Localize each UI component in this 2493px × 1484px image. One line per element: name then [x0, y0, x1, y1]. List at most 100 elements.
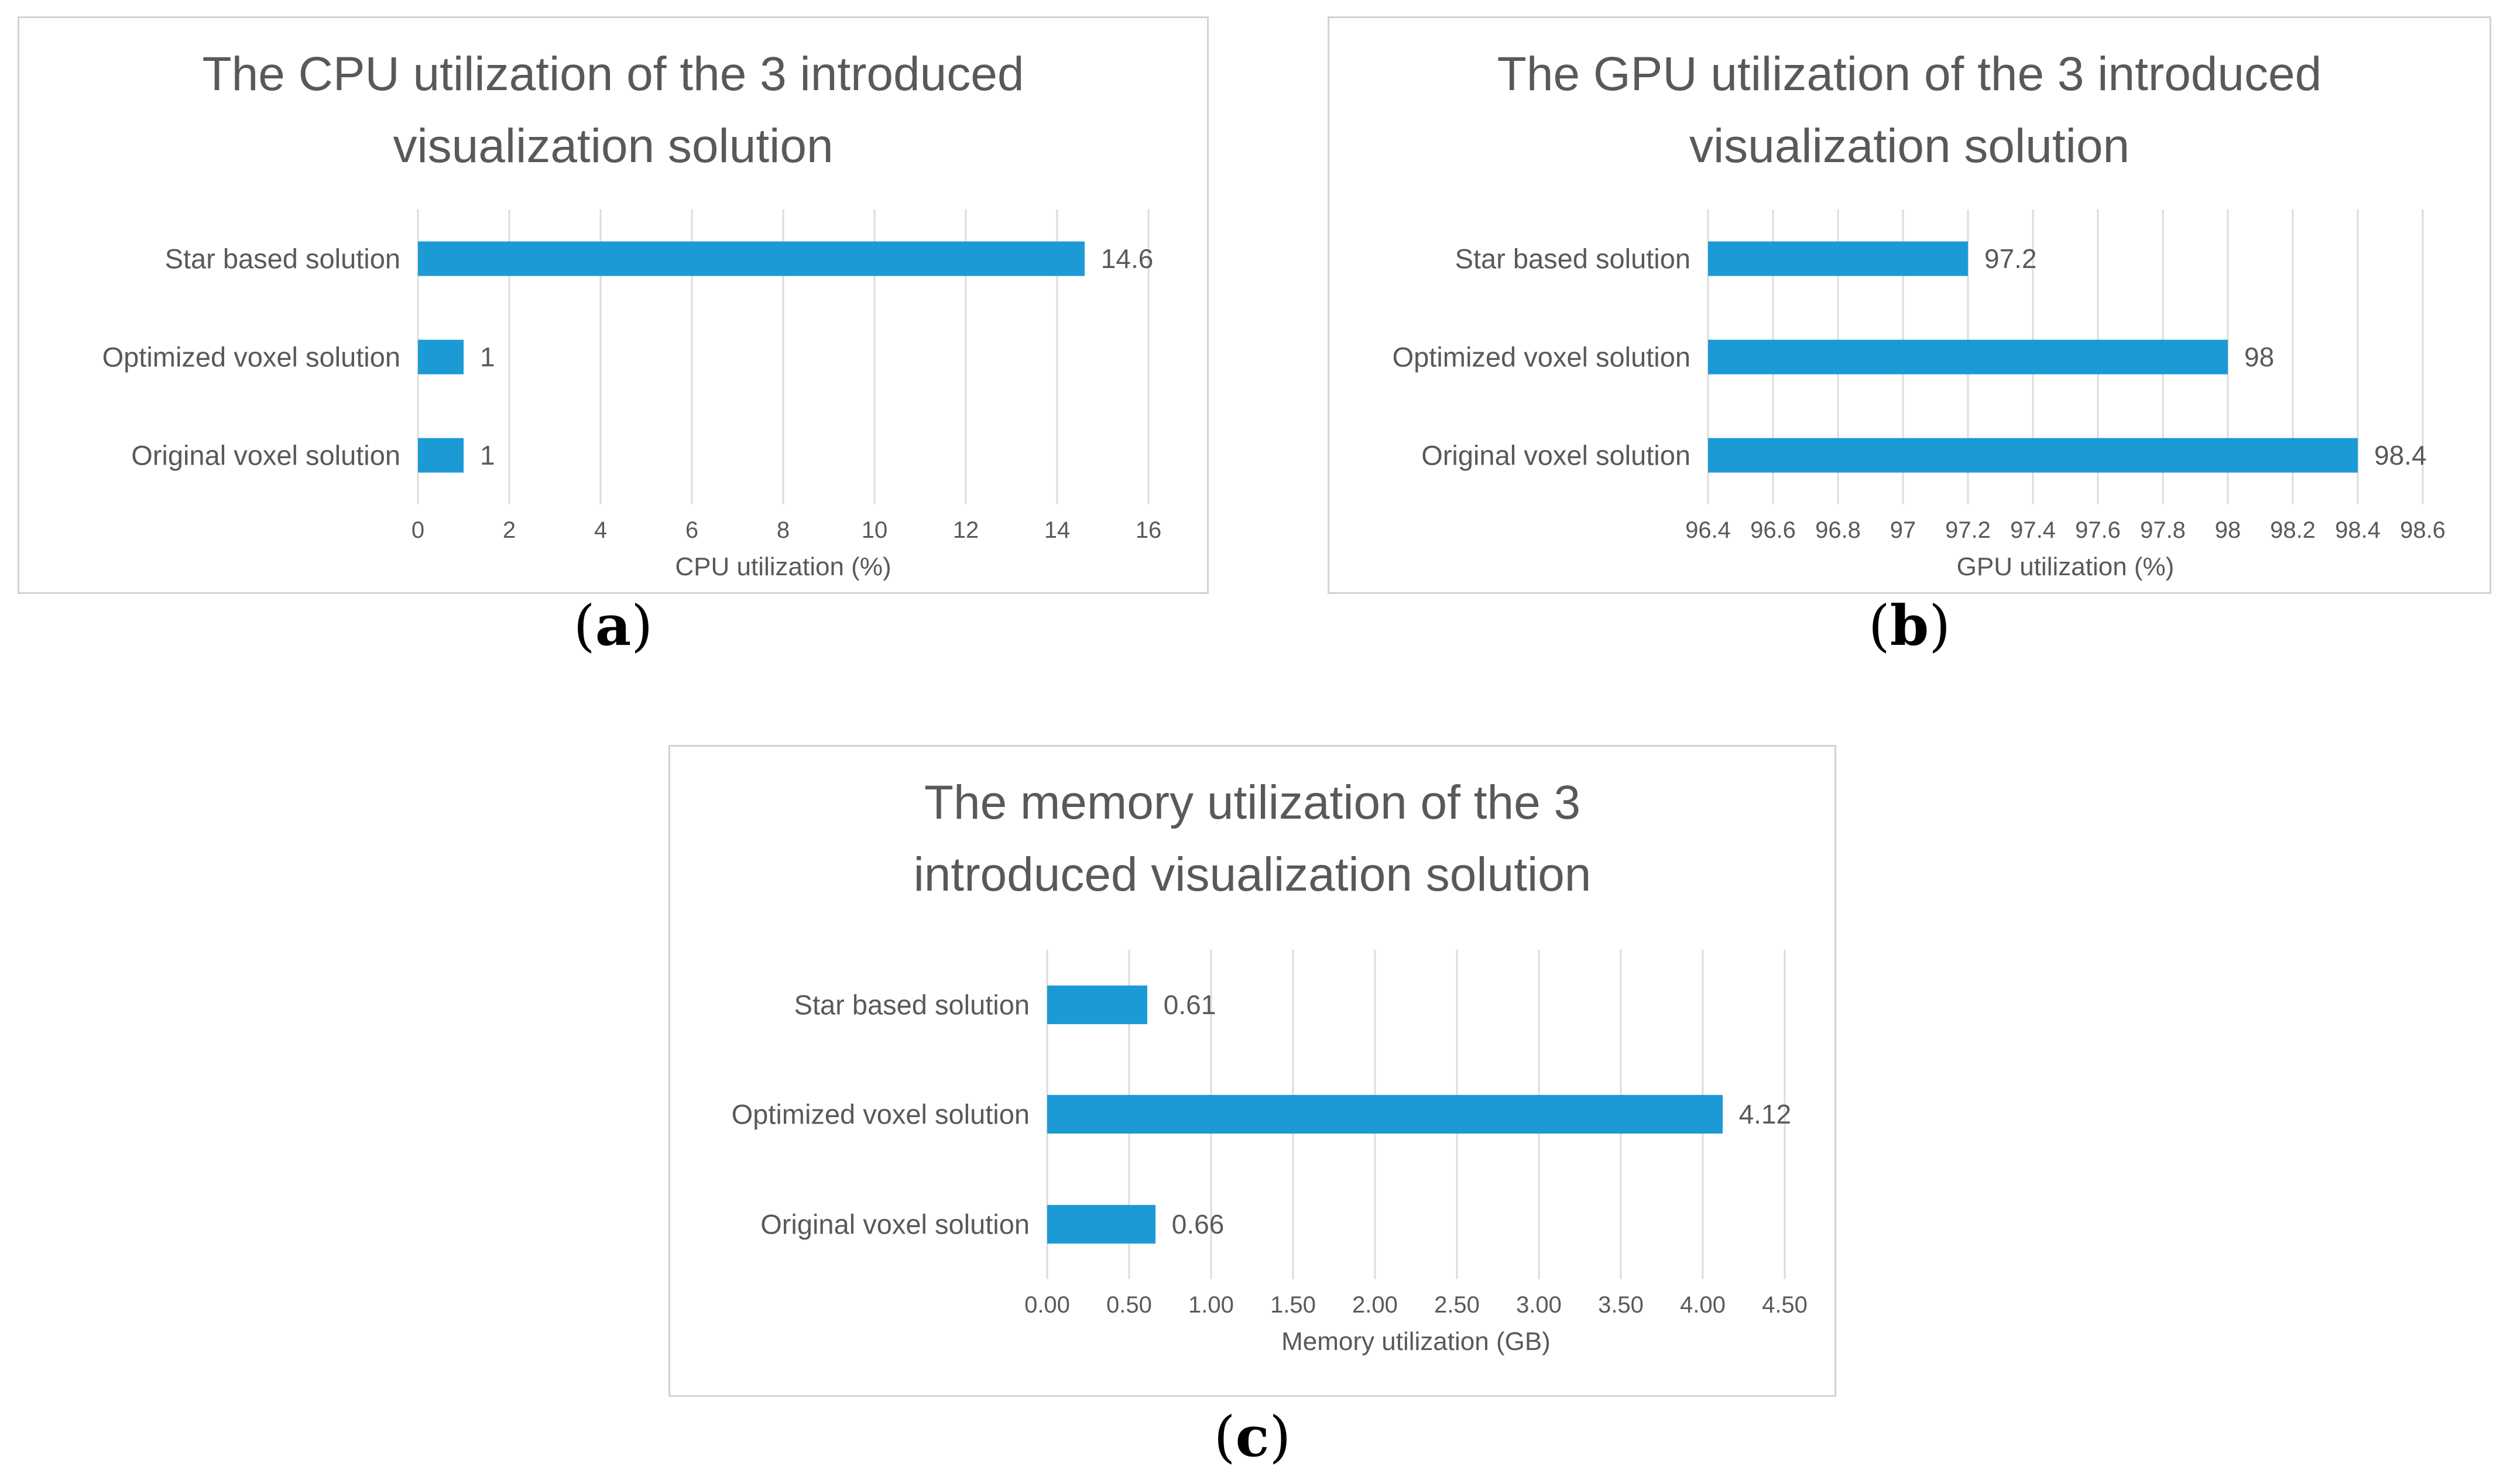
- caption-paren-close: ): [1269, 1405, 1291, 1469]
- figure-caption-c: (c): [668, 1409, 1836, 1465]
- x-tick-label: 2.00: [1352, 1292, 1398, 1318]
- caption-paren-close: ): [631, 594, 653, 658]
- bar: [1708, 241, 1968, 276]
- plot-area: CPU utilization (%) 14.6 Star based solut…: [102, 209, 1161, 581]
- x-tick-label: 97.6: [2075, 517, 2121, 543]
- x-tick-label: 8: [776, 517, 790, 543]
- chart-title-line1: The GPU utilization of the 3 introduced: [1497, 47, 2322, 101]
- bar-value-label: 14.6: [1100, 243, 1154, 274]
- bar: [1047, 1095, 1723, 1134]
- x-tick-label: 4: [594, 517, 608, 543]
- gridline: [965, 209, 967, 504]
- caption-letter: b: [1890, 593, 1929, 658]
- figure-caption-b: (b): [1328, 598, 2491, 654]
- x-tick-label: 97: [1890, 517, 1916, 543]
- bar-row: 1 Optimized voxel solution: [102, 308, 1148, 406]
- gridline: [2422, 209, 2424, 504]
- x-tick-label: 2.50: [1434, 1292, 1480, 1318]
- x-tick-label: 96.4: [1685, 517, 1731, 543]
- plot-area: GPU utilization (%) 97.2 Star based solut…: [1393, 209, 2446, 581]
- caption-paren-open: (: [1213, 1405, 1236, 1469]
- caption-paren-open: (: [573, 594, 595, 658]
- x-tick-label: 6: [685, 517, 699, 543]
- category-label: Original voxel solution: [760, 1208, 1030, 1240]
- bar-row: 1 Original voxel solution: [131, 406, 1148, 504]
- x-tick-label: 12: [952, 517, 979, 543]
- bar-value-label: 98: [2244, 342, 2275, 372]
- bar-row: 4.12 Optimized voxel solution: [732, 1060, 1791, 1170]
- bar-value-label: 98.4: [2374, 440, 2427, 470]
- x-axis-title: CPU utilization (%): [675, 552, 891, 581]
- bar-row: 14.6 Star based solution: [165, 209, 1153, 308]
- x-tick-label: 0: [411, 517, 425, 543]
- bar-value-label: 1: [480, 342, 495, 372]
- chart-title-line1: The memory utilization of the 3: [924, 776, 1581, 829]
- caption-paren-close: ): [1929, 594, 1951, 658]
- x-tick-label: 4.00: [1680, 1292, 1726, 1318]
- x-tick-label: 98.2: [2270, 517, 2316, 543]
- bar-row: 98.4 Original voxel solution: [1421, 406, 2427, 504]
- bar: [1708, 339, 2228, 375]
- bar: [1047, 985, 1147, 1024]
- bar: [418, 339, 464, 375]
- caption-paren-open: (: [1868, 594, 1890, 658]
- bar-value-label: 4.12: [1738, 1099, 1792, 1130]
- figure-caption-a: (a): [18, 598, 1209, 654]
- bar: [1708, 438, 2358, 473]
- x-tick-label: 3.50: [1598, 1292, 1644, 1318]
- x-tick-label: 3.00: [1516, 1292, 1562, 1318]
- category-label: Original voxel solution: [131, 439, 400, 471]
- caption-letter: c: [1235, 1404, 1270, 1469]
- gridline: [2292, 209, 2294, 504]
- gridline: [508, 209, 510, 504]
- x-tick-label: 0.00: [1024, 1292, 1070, 1318]
- x-tick-label: 1.50: [1270, 1292, 1316, 1318]
- gridline: [1056, 209, 1058, 504]
- bar: [1047, 1205, 1155, 1243]
- x-tick-label: 10: [861, 517, 888, 543]
- x-tick-label: 97.8: [2140, 517, 2186, 543]
- chart-title: The GPU utilization of the 3 introduced v…: [1329, 38, 2489, 182]
- chart-title-line2: visualization solution: [393, 119, 834, 173]
- category-label: Star based solution: [1455, 243, 1690, 274]
- x-tick-label: 2: [502, 517, 516, 543]
- category-label: Optimized voxel solution: [102, 341, 400, 373]
- x-tick-label: 97.4: [2010, 517, 2056, 543]
- x-tick-label: 97.2: [1945, 517, 1991, 543]
- category-label: Optimized voxel solution: [731, 1098, 1030, 1130]
- gridline: [782, 209, 784, 504]
- gridline: [691, 209, 693, 504]
- chart-title-line2: visualization solution: [1689, 119, 2130, 173]
- bar-value-label: 0.66: [1171, 1209, 1225, 1240]
- bar-row: 97.2 Star based solution: [1455, 209, 2423, 308]
- chart-panel-gpu: The GPU utilization of the 3 introduced v…: [1328, 16, 2491, 594]
- x-axis-title: GPU utilization (%): [1956, 552, 2175, 581]
- bar-value-label: 97.2: [1984, 243, 2037, 274]
- bar-value-label: 1: [480, 440, 495, 470]
- caption-letter: a: [595, 593, 632, 658]
- x-tick-label: 1.00: [1188, 1292, 1234, 1318]
- bar: [418, 438, 464, 473]
- x-tick-label: 98.6: [2400, 517, 2446, 543]
- category-label: Original voxel solution: [1421, 439, 1690, 471]
- x-tick-label: 0.50: [1106, 1292, 1152, 1318]
- x-tick-label: 16: [1135, 517, 1162, 543]
- bar-row: 0.66 Original voxel solution: [760, 1169, 1785, 1279]
- x-tick-label: 96.6: [1750, 517, 1796, 543]
- category-label: Star based solution: [164, 243, 400, 274]
- gridline: [1147, 209, 1150, 504]
- category-label: Star based solution: [794, 989, 1030, 1021]
- x-tick-label: 96.8: [1815, 517, 1861, 543]
- x-tick-label: 98: [2214, 517, 2241, 543]
